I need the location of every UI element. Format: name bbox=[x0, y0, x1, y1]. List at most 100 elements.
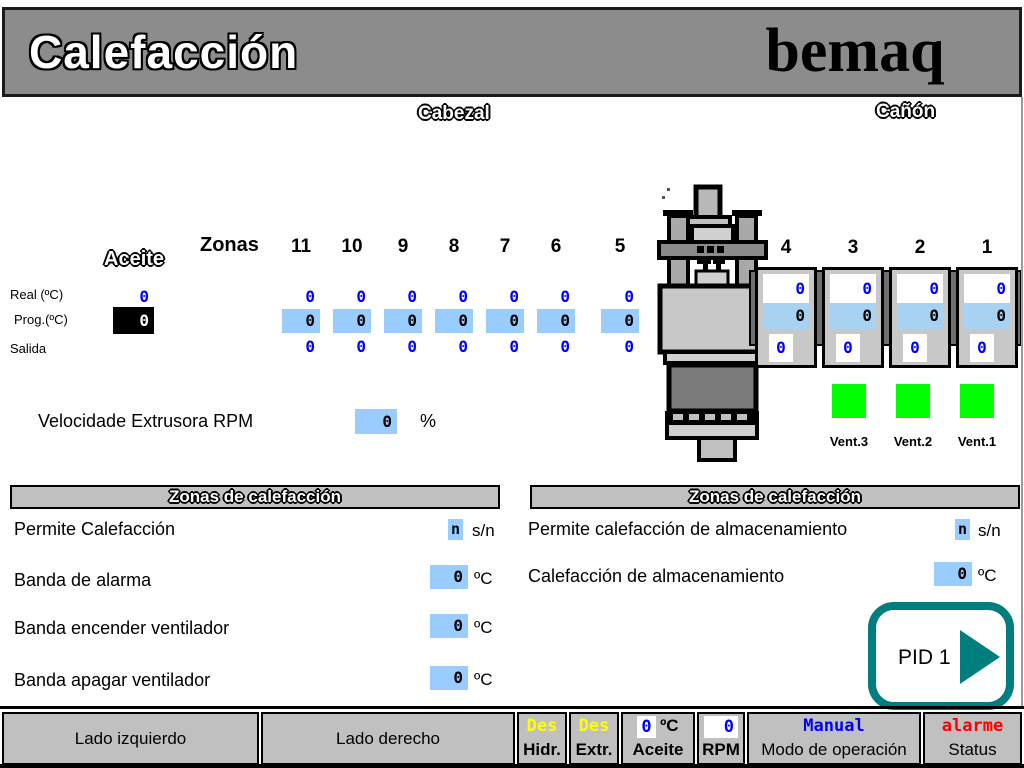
vent-2-indicator bbox=[896, 384, 930, 418]
zone-number: 2 bbox=[914, 237, 926, 258]
zone-prog-field[interactable]: 0 bbox=[601, 309, 639, 333]
zone-real-value: 0 bbox=[560, 287, 570, 306]
zone-prog-field[interactable]: 0 bbox=[763, 303, 809, 329]
zone-number: 7 bbox=[499, 236, 511, 257]
permite-almacen-label: Permite calefacción de almacenamiento bbox=[528, 519, 848, 539]
zone-salida-value: 0 bbox=[836, 334, 860, 362]
zone-number: 8 bbox=[448, 236, 460, 257]
zone-real-value: 0 bbox=[964, 274, 1010, 303]
banda-alarma-field[interactable]: 0 bbox=[430, 565, 468, 589]
rpm-value: 0 bbox=[704, 716, 738, 738]
status-label: Status bbox=[948, 740, 997, 759]
banda-apagar-label: Banda apagar ventilador bbox=[14, 670, 211, 690]
permite-almacen-field[interactable]: n bbox=[955, 519, 970, 540]
zone-number: 3 bbox=[847, 237, 859, 258]
status-value: alarme bbox=[941, 716, 1004, 736]
vent-3-label: Vent.3 bbox=[829, 434, 869, 449]
extruder-head-graphic bbox=[657, 184, 773, 462]
permite-calefaccion-unit: s/n bbox=[472, 521, 495, 540]
zone-real-value: 0 bbox=[356, 287, 366, 306]
banda-apagar-field[interactable]: 0 bbox=[430, 666, 468, 690]
banda-encender-field[interactable]: 0 bbox=[430, 614, 468, 638]
zone-real-value: 0 bbox=[897, 274, 943, 303]
hidraulica-label: Hidr. bbox=[523, 740, 561, 759]
zone-salida-value: 0 bbox=[970, 334, 994, 362]
zone-salida-value: 0 bbox=[903, 334, 927, 362]
vent-3-indicator bbox=[832, 384, 866, 418]
left-section-header: Zonas de calefacción bbox=[10, 485, 500, 509]
calefaccion-almacen-field[interactable]: 0 bbox=[934, 562, 972, 586]
speed-label: Velocidade Extrusora RPM bbox=[38, 411, 254, 431]
zone-number: 1 bbox=[981, 237, 993, 258]
banda-encender-label: Banda encender ventilador bbox=[14, 618, 230, 638]
hidraulica-state: Des bbox=[526, 716, 558, 736]
zone-real-value: 0 bbox=[305, 287, 315, 306]
calefaccion-almacen-unit: ºC bbox=[978, 566, 997, 585]
statusbar-top-border bbox=[0, 706, 1024, 709]
aceite-real-value: 0 bbox=[139, 287, 149, 306]
zone-prog-field[interactable]: 0 bbox=[384, 309, 422, 333]
prog-row-label: Prog.(ºC) bbox=[14, 312, 68, 327]
aceite-prog-field[interactable]: 0 bbox=[113, 307, 154, 334]
barrel-zone-4: 0 0 0 bbox=[755, 267, 817, 368]
rpm-cell-label: RPM bbox=[702, 740, 740, 759]
zone-real-value: 0 bbox=[763, 274, 809, 303]
zone-number: 6 bbox=[550, 236, 562, 257]
left-section-title: Zonas de calefacción bbox=[169, 487, 341, 506]
banda-encender-unit: ºC bbox=[474, 618, 493, 637]
arrow-right-icon bbox=[960, 630, 1000, 684]
aceite-cell-label: Aceite bbox=[632, 740, 684, 759]
permite-almacen-unit: s/n bbox=[978, 521, 1001, 540]
zone-prog-field[interactable]: 0 bbox=[282, 309, 320, 333]
zone-salida-value: 0 bbox=[407, 337, 417, 356]
zone-prog-field[interactable]: 0 bbox=[897, 303, 943, 329]
zone-salida-value: 0 bbox=[458, 337, 468, 356]
page-title: Calefacción bbox=[29, 26, 299, 78]
pid-1-button[interactable]: PID 1 bbox=[868, 602, 1014, 710]
extrusora-status-cell[interactable]: Des Extr. bbox=[569, 712, 619, 765]
banda-apagar-unit: ºC bbox=[474, 670, 493, 689]
modo-operacion-cell[interactable]: Manual Modo de operación bbox=[747, 712, 921, 765]
vent-2-label: Vent.2 bbox=[893, 434, 933, 449]
extrusora-state: Des bbox=[578, 716, 610, 736]
zone-salida-value: 0 bbox=[769, 334, 793, 362]
zone-real-value: 0 bbox=[458, 287, 468, 306]
zone-prog-field[interactable]: 0 bbox=[537, 309, 575, 333]
vent-1-indicator bbox=[960, 384, 994, 418]
header-bar: Calefacción bemaq bbox=[2, 7, 1022, 97]
real-row-label: Real (ºC) bbox=[10, 287, 64, 302]
banda-alarma-label: Banda de alarma bbox=[14, 570, 152, 590]
brand-logo: bemaq bbox=[765, 17, 945, 85]
zone-salida-value: 0 bbox=[624, 337, 634, 356]
permite-calefaccion-field[interactable]: n bbox=[448, 519, 463, 540]
permite-calefaccion-label: Permite Calefacción bbox=[14, 519, 176, 539]
barrel-zone-1: 0 0 0 bbox=[956, 267, 1018, 368]
zone-prog-field[interactable]: 0 bbox=[830, 303, 876, 329]
zone-number: 9 bbox=[397, 236, 409, 257]
zone-salida-value: 0 bbox=[560, 337, 570, 356]
zone-number: 10 bbox=[341, 236, 363, 257]
lado-derecho-button[interactable]: Lado derecho bbox=[261, 712, 515, 765]
zone-salida-value: 0 bbox=[305, 337, 315, 356]
speed-field[interactable]: 0 bbox=[355, 409, 397, 434]
zone-prog-field[interactable]: 0 bbox=[964, 303, 1010, 329]
lado-izquierdo-button[interactable]: Lado izquierdo bbox=[2, 712, 259, 765]
zone-prog-field[interactable]: 0 bbox=[333, 309, 371, 333]
aceite-temp-unit: ºC bbox=[660, 716, 679, 735]
modo-operacion-label: Modo de operación bbox=[761, 740, 907, 759]
vent-1-label: Vent.1 bbox=[957, 434, 997, 449]
hidraulica-status-cell[interactable]: Des Hidr. bbox=[517, 712, 567, 765]
rpm-cell: 0 RPM bbox=[697, 712, 745, 765]
lado-derecho-label: Lado derecho bbox=[336, 729, 440, 748]
zone-prog-field[interactable]: 0 bbox=[435, 309, 473, 333]
speed-unit: % bbox=[420, 411, 437, 431]
zone-salida-value: 0 bbox=[356, 337, 366, 356]
aceite-temp-cell: 0 ºC Aceite bbox=[621, 712, 695, 765]
zone-number: 11 bbox=[290, 236, 312, 257]
zone-real-value: 0 bbox=[624, 287, 634, 306]
zonas-label: Zonas bbox=[200, 234, 259, 256]
zone-prog-field[interactable]: 0 bbox=[486, 309, 524, 333]
barrel-zone-3: 0 0 0 bbox=[822, 267, 884, 368]
status-cell[interactable]: alarme Status bbox=[923, 712, 1022, 765]
